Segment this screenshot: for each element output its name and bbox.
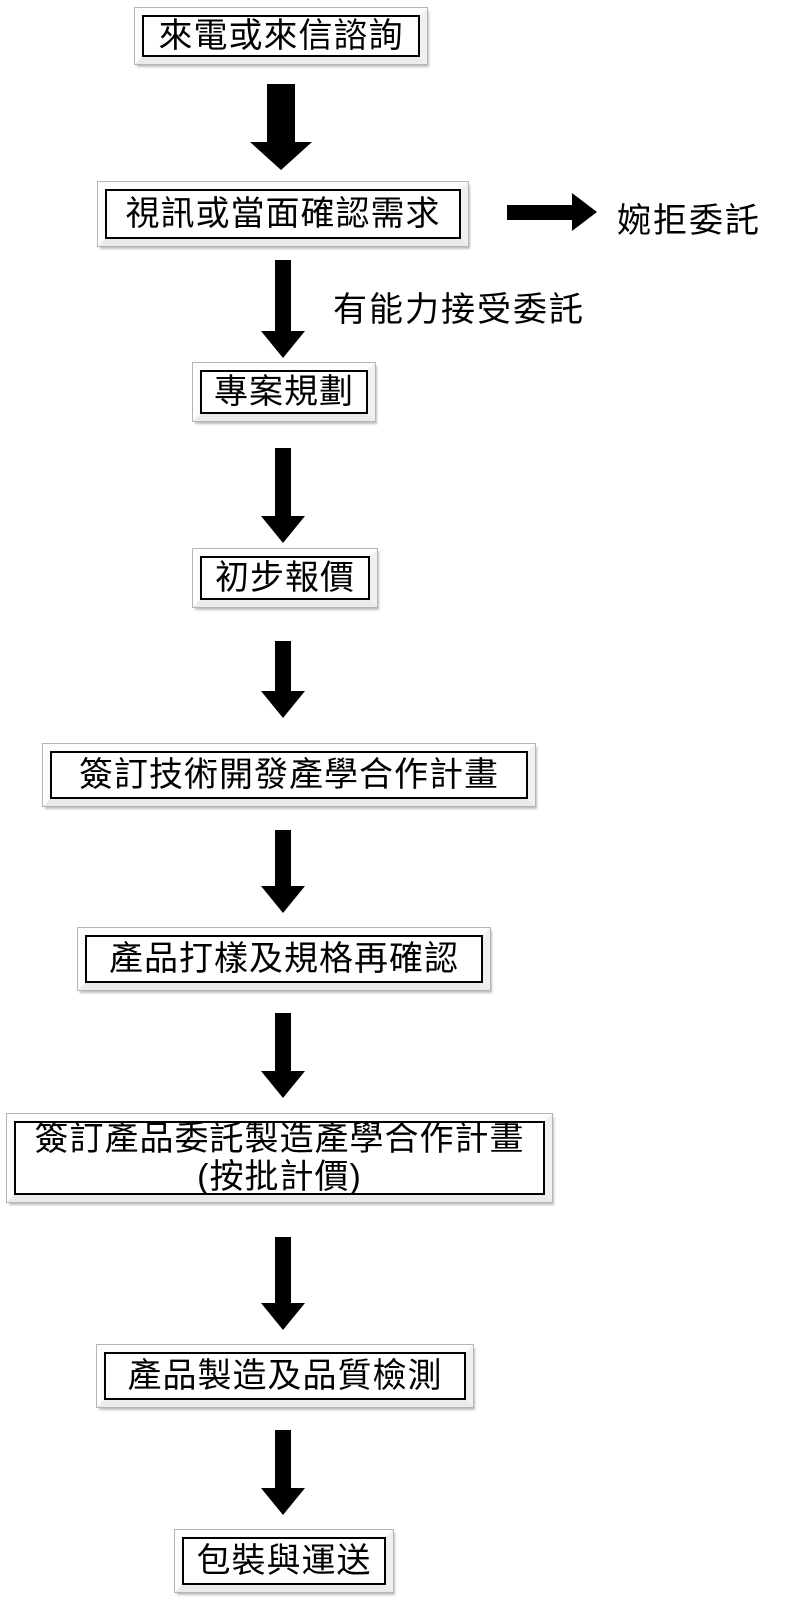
flow-node-inquiry-label: 來電或來信諮詢 xyxy=(142,15,420,57)
down-arrow-shaft xyxy=(275,1013,291,1071)
down-arrow-head xyxy=(261,691,305,718)
flow-node-sign-manufacturing-plan: 簽訂產品委託製造產學合作計畫 (按批計價) xyxy=(7,1114,552,1202)
down-arrow-icon-4 xyxy=(261,641,305,718)
flow-node-initial-quote: 初步報價 xyxy=(193,549,377,607)
down-arrow-head xyxy=(250,142,312,170)
down-arrow-icon-6 xyxy=(261,1013,305,1098)
down-arrow-icon-1 xyxy=(250,84,312,170)
down-arrow-head xyxy=(261,1488,305,1515)
down-arrow-shaft xyxy=(275,260,291,331)
right-arrow-icon-reject xyxy=(507,193,597,231)
flow-node-manufacturing-qc-label: 產品製造及品質檢測 xyxy=(104,1352,466,1400)
right-arrow-head xyxy=(572,193,597,231)
flow-node-project-planning: 專案規劃 xyxy=(193,363,375,421)
down-arrow-shaft xyxy=(275,1237,291,1303)
down-arrow-head xyxy=(261,331,305,358)
manufacturing-plan-line1: 簽訂產品委託製造產學合作計畫 xyxy=(34,1120,525,1158)
flow-node-prototype-spec-reconfirm: 產品打樣及規格再確認 xyxy=(78,928,490,990)
down-arrow-shaft xyxy=(275,1430,291,1488)
down-arrow-icon-2 xyxy=(261,260,305,358)
flow-node-confirm-requirements: 視訊或當面確認需求 xyxy=(98,182,468,246)
down-arrow-icon-5 xyxy=(261,830,305,913)
down-arrow-head xyxy=(261,516,305,543)
flow-node-sign-tech-development-plan-label: 簽訂技術開發產學合作計畫 xyxy=(50,751,528,799)
manufacturing-plan-line2: (按批計價) xyxy=(197,1158,362,1196)
flow-node-prototype-spec-reconfirm-label: 產品打樣及規格再確認 xyxy=(85,935,483,983)
flow-node-sign-manufacturing-plan-label: 簽訂產品委託製造產學合作計畫 (按批計價) xyxy=(14,1120,545,1196)
down-arrow-shaft xyxy=(267,84,295,142)
down-arrow-shaft xyxy=(275,448,291,516)
branch-label-reject: 婉拒委託 xyxy=(617,202,761,240)
down-arrow-head xyxy=(261,886,305,913)
right-arrow-shaft xyxy=(507,204,572,220)
down-arrow-icon-3 xyxy=(261,448,305,543)
flow-node-packaging-shipping: 包裝與運送 xyxy=(175,1530,393,1592)
flow-node-packaging-shipping-label: 包裝與運送 xyxy=(182,1537,386,1585)
flow-node-inquiry: 來電或來信諮詢 xyxy=(135,8,427,64)
flow-node-project-planning-label: 專案規劃 xyxy=(200,370,368,414)
flow-node-initial-quote-label: 初步報價 xyxy=(200,556,370,600)
down-arrow-icon-7 xyxy=(261,1237,305,1330)
down-arrow-head xyxy=(261,1303,305,1330)
down-arrow-head xyxy=(261,1071,305,1098)
flow-node-sign-tech-development-plan: 簽訂技術開發產學合作計畫 xyxy=(43,744,535,806)
down-arrow-shaft xyxy=(275,830,291,886)
branch-label-accept: 有能力接受委託 xyxy=(333,291,585,329)
down-arrow-shaft xyxy=(275,641,291,691)
down-arrow-icon-8 xyxy=(261,1430,305,1515)
flow-node-confirm-requirements-label: 視訊或當面確認需求 xyxy=(105,189,461,239)
flow-node-manufacturing-qc: 產品製造及品質檢測 xyxy=(97,1345,473,1407)
